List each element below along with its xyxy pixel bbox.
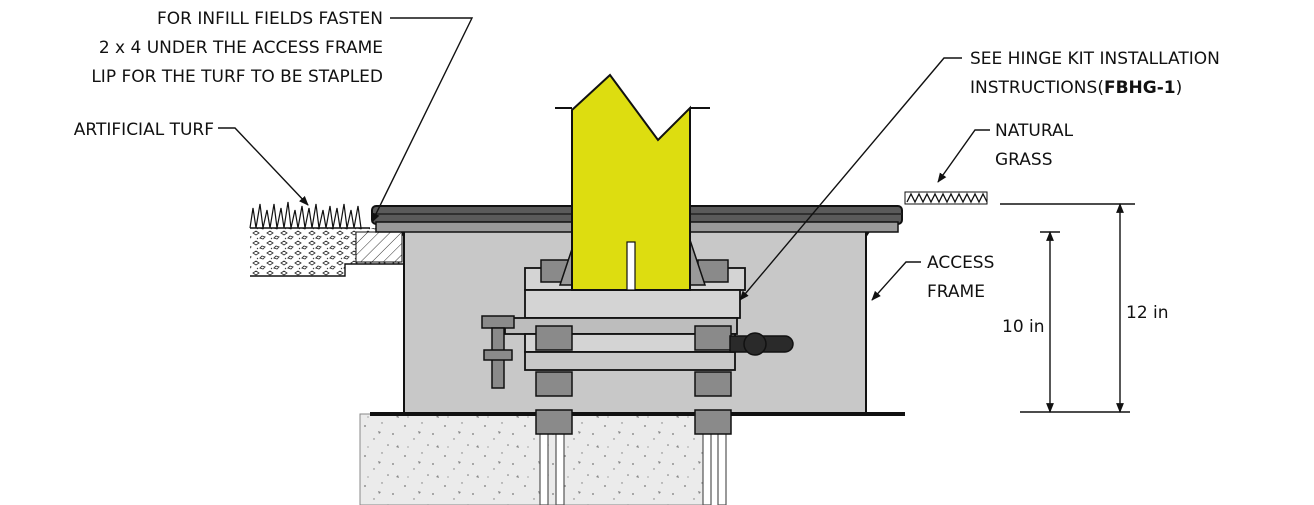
access-frame-line2: FRAME (927, 282, 985, 302)
dimension-10in: 10 in (1002, 317, 1045, 337)
goal-post (555, 73, 710, 291)
hinge-label-suffix: ) (1176, 78, 1183, 98)
artificial-turf-label: ARTIFICIAL TURF (74, 120, 214, 140)
hinge-kit-code: FBHG-1 (1104, 78, 1176, 98)
concrete-footing (359, 413, 711, 505)
hinge-label-line1: SEE HINGE KIT INSTALLATION (970, 49, 1220, 69)
dimension-lines (1000, 203, 1135, 413)
infill-label-line2: 2 x 4 UNDER THE ACCESS FRAME (99, 38, 383, 58)
artificial-turf-section (249, 201, 404, 277)
turf-blades (249, 201, 362, 229)
hinge-label-prefix: INSTRUCTIONS( (970, 78, 1104, 98)
access-frame-line1: ACCESS (927, 253, 994, 273)
infill-label-line3: LIP FOR THE TURF TO BE STAPLED (91, 67, 383, 87)
callout-hinge-kit: SEE HINGE KIT INSTALLATION INSTRUCTIONS(… (970, 49, 1220, 98)
natural-grass-line1: NATURAL (995, 121, 1074, 141)
natural-grass-section (904, 191, 988, 205)
hinge-label-line2: INSTRUCTIONS(FBHG-1) (970, 78, 1182, 98)
leader-lines (218, 17, 990, 301)
callout-infill: FOR INFILL FIELDS FASTEN 2 x 4 UNDER THE… (91, 9, 383, 87)
dimension-12in: 12 in (1126, 303, 1169, 323)
natural-grass-line2: GRASS (995, 150, 1053, 170)
callout-natural-grass: NATURAL GRASS (995, 121, 1074, 170)
callout-access-frame: ACCESS FRAME (927, 253, 994, 302)
infill-label-line1: FOR INFILL FIELDS FASTEN (157, 9, 383, 29)
